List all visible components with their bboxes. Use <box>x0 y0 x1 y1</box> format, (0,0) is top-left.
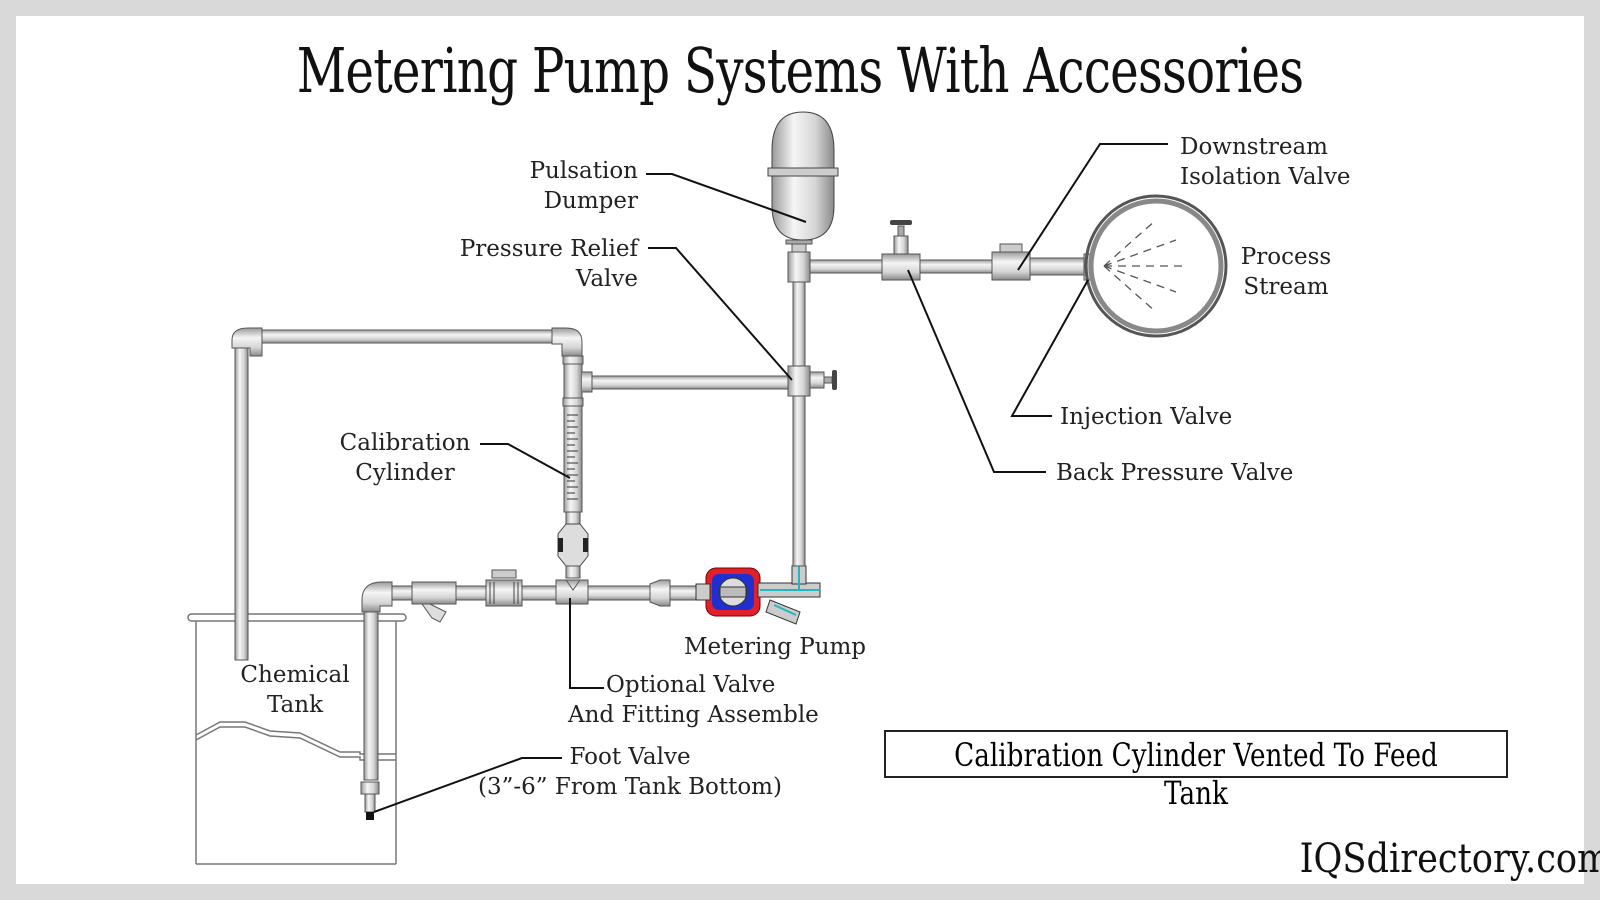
label-line: Process <box>1240 244 1332 270</box>
label-line: Downstream <box>1180 134 1328 160</box>
label-downstream-isolation-valve: Downstream Isolation Valve <box>1180 132 1351 192</box>
metering-pump <box>695 565 821 625</box>
label-chemical-tank: Chemical Tank <box>230 660 360 720</box>
note-box: Calibration Cylinder Vented To Feed Tank <box>884 730 1508 812</box>
label-pulsation-dumper: Pulsation Dumper <box>470 156 638 216</box>
label-line: Foot Valve <box>569 744 691 770</box>
note-text: Calibration Cylinder Vented To Feed Tank <box>954 736 1438 812</box>
label-line: Optional Valve <box>606 672 776 698</box>
vent-return-pipe <box>231 327 583 661</box>
label-foot-valve: Foot Valve (3”-6” From Tank Bottom) <box>470 742 790 802</box>
suction-line <box>360 569 701 820</box>
process-stream-pipe <box>1084 194 1228 338</box>
label-line: Calibration <box>339 430 471 456</box>
discharge-line <box>591 111 1091 567</box>
label-injection-valve: Injection Valve <box>1060 404 1233 430</box>
label-line: And Fitting Assemble <box>568 702 819 728</box>
calibration-cylinder <box>557 355 593 579</box>
label-line: Tank <box>266 692 324 718</box>
label-line: Valve <box>575 266 638 292</box>
label-metering-pump: Metering Pump <box>684 634 867 660</box>
diagram-title: Metering Pump Systems With Accessories <box>296 34 1304 107</box>
label-line: Chemical <box>240 662 350 688</box>
brand-watermark: IQSdirectory.com <box>1299 836 1600 882</box>
label-pressure-relief-valve: Pressure Relief Valve <box>420 234 638 294</box>
label-process-stream: Process Stream <box>1226 242 1346 302</box>
leader-lines <box>373 143 1168 813</box>
label-line: Pressure Relief <box>459 236 638 262</box>
label-optional-valve: Optional Valve And Fitting Assemble <box>568 670 819 730</box>
label-back-pressure-valve: Back Pressure Valve <box>1056 460 1294 486</box>
label-line: Pulsation <box>529 158 638 184</box>
label-line: Cylinder <box>355 460 455 486</box>
label-line: Stream <box>1243 274 1329 300</box>
label-calibration-cylinder: Calibration Cylinder <box>330 428 480 488</box>
label-line: Isolation Valve <box>1180 164 1351 190</box>
label-line: Dumper <box>543 188 638 214</box>
label-line: (3”-6” From Tank Bottom) <box>478 774 782 800</box>
